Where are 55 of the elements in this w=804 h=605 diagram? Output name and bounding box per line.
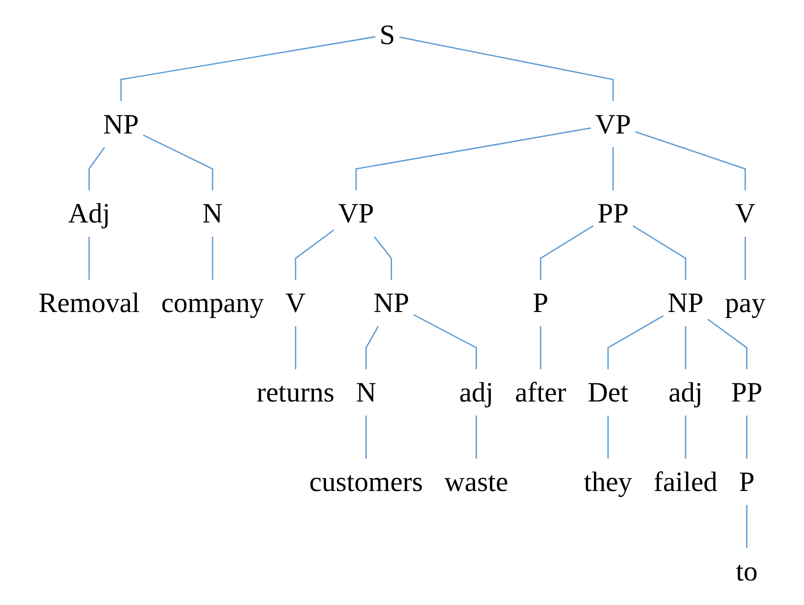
connector	[476, 415, 477, 458]
node-text: company	[161, 286, 264, 318]
connector	[540, 326, 542, 369]
node-text: Removal	[38, 286, 140, 318]
connector	[294, 228, 334, 280]
connector	[365, 325, 379, 369]
connector	[612, 146, 614, 190]
node-text: customers	[309, 466, 423, 497]
connector	[635, 130, 746, 190]
node-text: NP	[668, 286, 704, 318]
node-text: NP	[103, 108, 139, 140]
node-text: N	[356, 376, 376, 408]
node-text: P	[738, 466, 755, 497]
connector	[707, 318, 748, 369]
connector	[120, 36, 376, 101]
connector	[294, 326, 296, 369]
connector	[212, 236, 214, 280]
node-text: Det	[588, 376, 628, 408]
node-text: returns	[256, 376, 334, 408]
connector	[607, 415, 609, 458]
node-text: waste	[444, 466, 508, 497]
node-text: after	[514, 376, 566, 408]
connector	[746, 415, 748, 458]
node-text: Adj	[68, 197, 110, 229]
connector	[142, 134, 214, 190]
connector	[399, 36, 614, 101]
node-text: VP	[338, 197, 374, 229]
connector	[744, 236, 746, 280]
connector	[746, 504, 748, 548]
connector	[355, 126, 591, 190]
connector	[88, 146, 105, 190]
node-text: V	[735, 197, 756, 229]
node-text: V	[285, 286, 306, 318]
connector	[684, 415, 686, 458]
connector	[413, 314, 477, 369]
connector	[607, 314, 664, 369]
connector	[684, 326, 686, 369]
node-text: failed	[654, 466, 718, 497]
node-text: P	[532, 286, 548, 318]
connector	[540, 224, 594, 280]
node-text: S	[380, 18, 396, 50]
node-text: adj	[668, 376, 703, 408]
connector	[632, 224, 686, 280]
node-text: they	[584, 466, 632, 497]
connector	[365, 415, 367, 458]
connector	[374, 236, 392, 280]
connector	[88, 236, 90, 280]
node-text: N	[202, 197, 223, 229]
node-text: VP	[595, 108, 631, 140]
node-text: pay	[725, 286, 766, 318]
node-text: adj	[459, 376, 494, 408]
node-text: PP	[731, 376, 762, 408]
node-text: NP	[373, 286, 410, 318]
node-text: PP	[598, 197, 629, 229]
node-text: to	[736, 555, 758, 586]
